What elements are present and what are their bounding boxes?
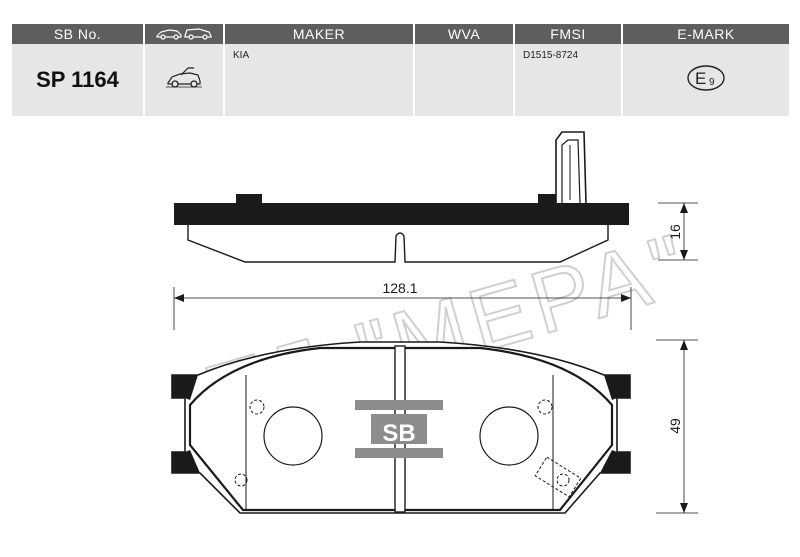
- car-pair-icon: [156, 27, 212, 40]
- emark-number: 9: [709, 77, 715, 88]
- header-wva: WVA: [414, 24, 515, 44]
- header-fmsi: FMSI: [514, 24, 623, 44]
- e-mark-icon: E 9: [687, 64, 725, 91]
- ear-right: [604, 375, 630, 400]
- data-row: SP 1164 KIA D1515-8724 E 9: [12, 44, 789, 116]
- height-label: 49: [667, 418, 683, 434]
- header-row: SB No. MAKER WVA FMSI E-MARK: [12, 24, 789, 44]
- friction-material-side: [187, 225, 609, 263]
- backing-plate-side: [174, 203, 629, 225]
- fmsi-cell: D1515-8724: [514, 44, 623, 116]
- ear-left: [172, 375, 198, 400]
- header-sb-no: SB No.: [12, 24, 145, 44]
- piston-circle-right: [479, 406, 539, 466]
- sb-number: SP 1164: [12, 44, 145, 116]
- maker-cell: KIA: [224, 44, 415, 116]
- friction-material-front: [188, 346, 614, 512]
- car-icon-cell: [144, 44, 225, 116]
- ear-right-lower: [600, 450, 630, 473]
- passenger-car-icon: [166, 66, 202, 88]
- header-maker: MAKER: [224, 24, 415, 44]
- sb-logo-text: SB: [382, 420, 415, 447]
- emark-cell: E 9: [622, 44, 789, 116]
- header-car-icon: [144, 24, 225, 44]
- ear-left-lower: [172, 450, 200, 473]
- plate-tab-right: [538, 194, 564, 204]
- header-emark: E-MARK: [622, 24, 789, 44]
- wva-cell: [414, 44, 515, 116]
- width-label: 128.1: [382, 280, 417, 296]
- sb-logo: SB: [355, 400, 443, 458]
- plate-tab-left: [236, 194, 262, 204]
- piston-circle-left: [263, 406, 323, 466]
- thickness-label: 16: [667, 224, 683, 240]
- spec-table: SB No. MAKER WVA FMSI E-MARK SP 1164: [12, 24, 789, 116]
- emark-letter: E: [695, 69, 706, 88]
- wear-clip: [555, 131, 587, 204]
